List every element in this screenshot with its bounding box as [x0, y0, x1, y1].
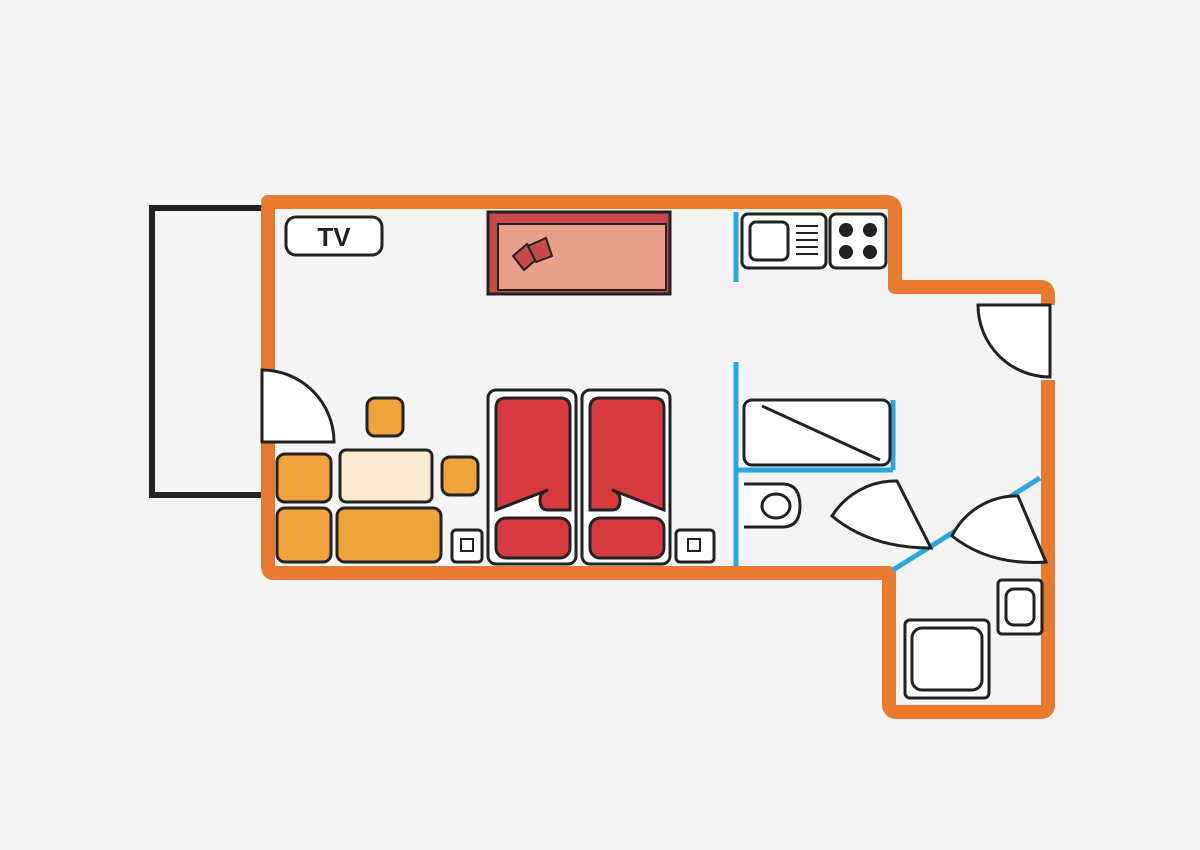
dining-table: [338, 448, 434, 504]
shower-tray: [903, 618, 991, 700]
bed-left: [486, 388, 578, 566]
dining-chair: [440, 455, 480, 497]
bathtub: [742, 398, 892, 467]
stove: [828, 212, 888, 270]
balcony: [149, 205, 262, 498]
side-door: [976, 303, 1052, 379]
bed-right: [580, 388, 672, 566]
partition-walls: [733, 212, 1042, 573]
dining-bench: [335, 506, 443, 564]
entry-door: [260, 368, 336, 444]
kitchen-sink: [740, 212, 828, 270]
sofa: [486, 210, 672, 296]
tv-unit: TV: [284, 215, 384, 257]
dining-chair: [275, 506, 333, 564]
toilet: [744, 482, 802, 529]
bathroom-door: [830, 479, 934, 550]
wash-basin: [996, 578, 1044, 636]
dining-chair: [365, 396, 405, 438]
nightstand-left: [450, 528, 484, 564]
toilet-room-door: [950, 494, 1049, 564]
nightstand-right: [674, 528, 716, 564]
cushion-icon: [511, 236, 554, 272]
tv-label: TV: [317, 222, 351, 252]
dining-chair: [275, 452, 333, 504]
dining-set: [275, 396, 480, 564]
